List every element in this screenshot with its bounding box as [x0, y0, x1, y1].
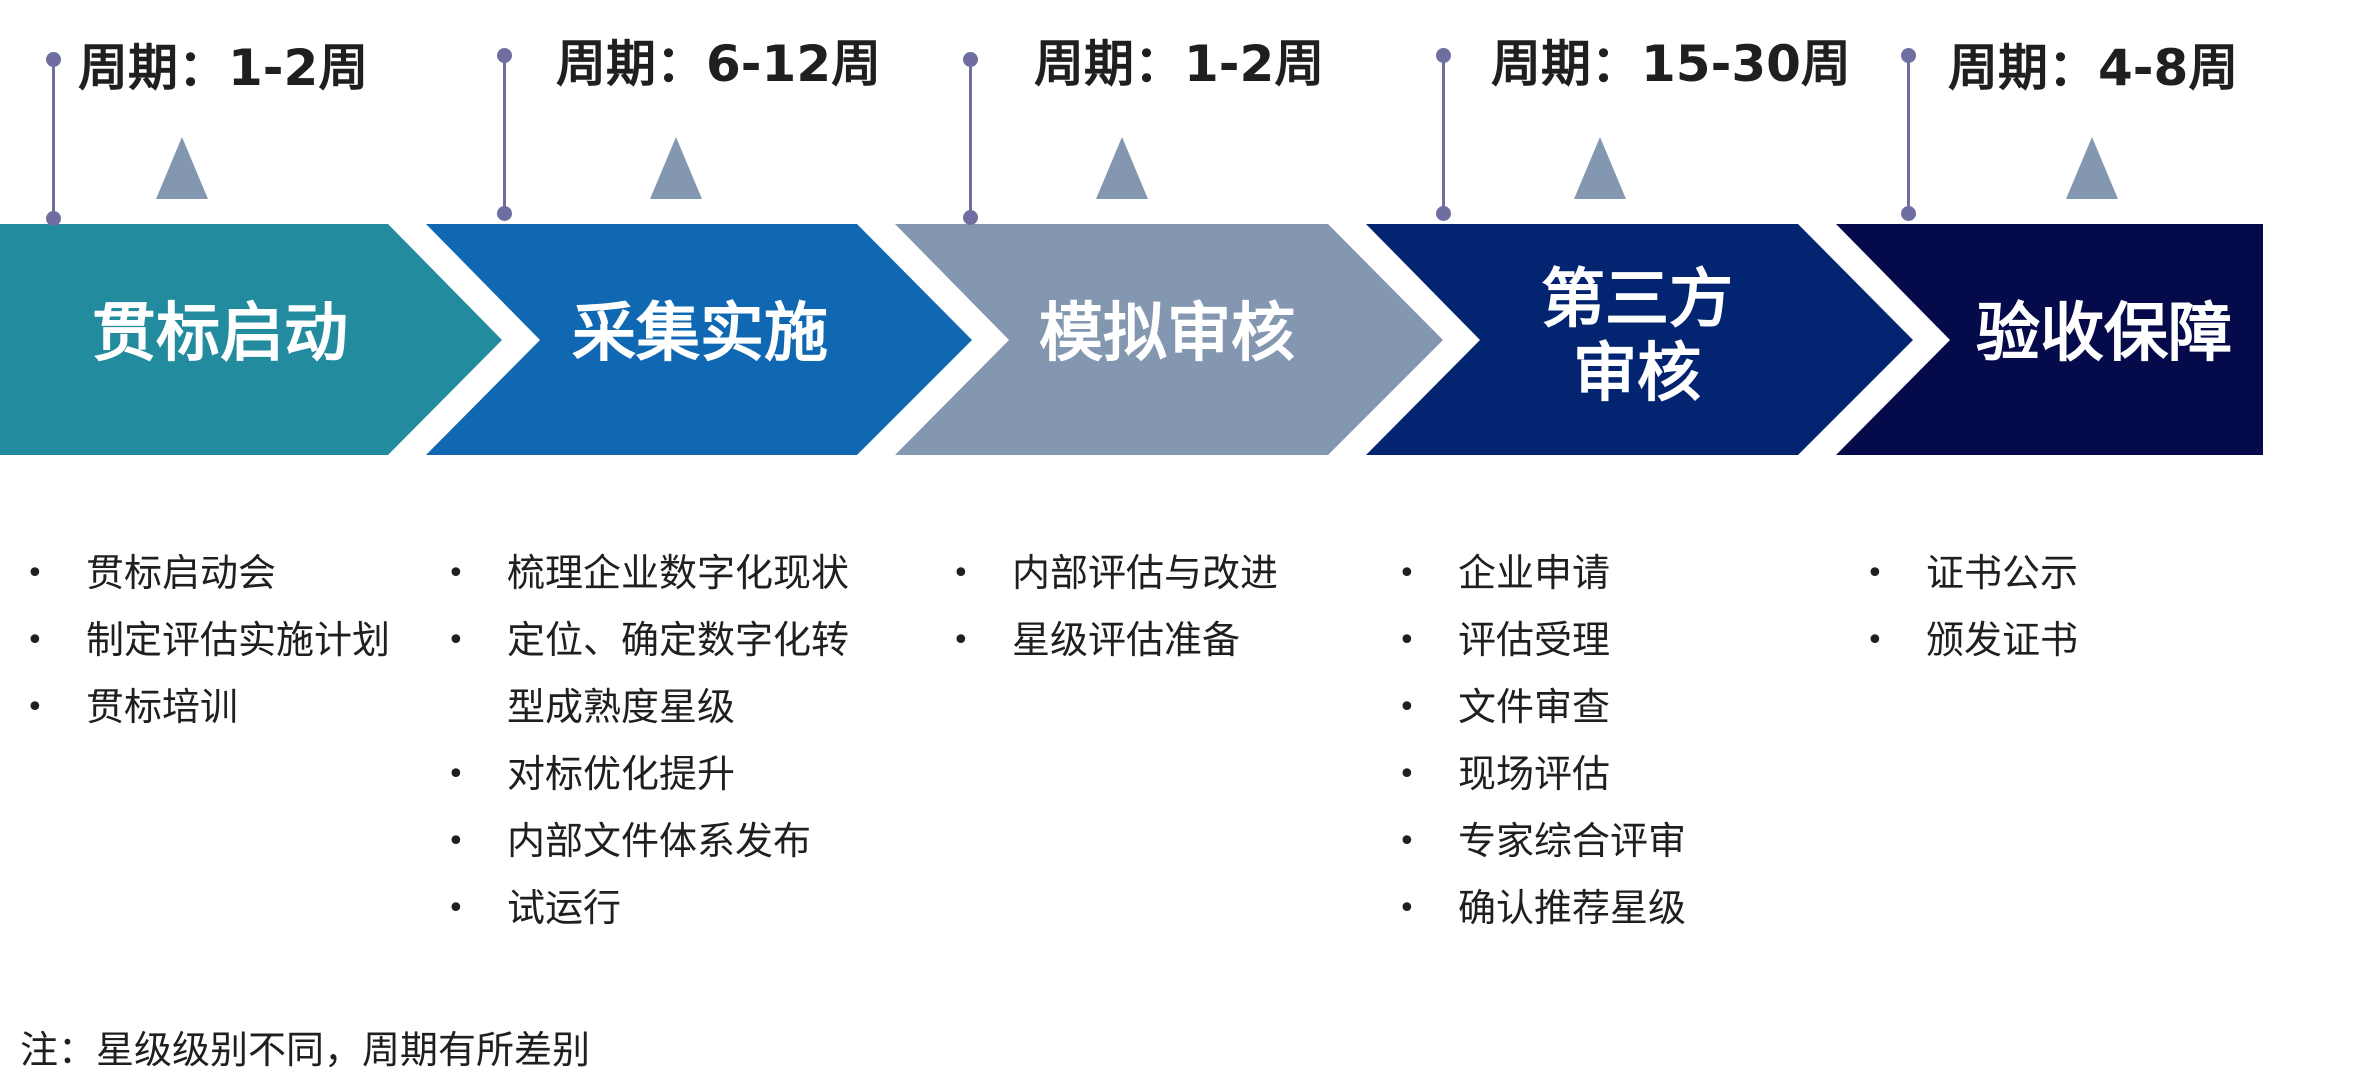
footnote: 注：星级级别不同，周期有所差别 — [20, 1028, 591, 1072]
up-triangle-icon — [156, 137, 208, 199]
stage-title-2: 采集实施 — [540, 297, 860, 371]
stage-title-line: 第三方 — [1541, 263, 1733, 337]
up-triangle-icon — [650, 137, 702, 199]
pin-dot-top-3 — [963, 52, 978, 67]
pin-dot-bottom-1 — [46, 211, 61, 226]
pin-dot-bottom-4 — [1436, 206, 1451, 221]
pin-line-5 — [1907, 55, 1910, 215]
period-label-2: 周期：6-12周 — [556, 35, 882, 93]
task-list-stage-1: 贯标启动会 制定评估实施计划 贯标培训 — [26, 540, 390, 741]
chevron-stage-2 — [426, 224, 972, 455]
task-list-stage-3: 内部评估与改进 星级评估准备 — [952, 540, 1278, 674]
pin-dot-top-4 — [1436, 48, 1451, 63]
stage-title-5: 验收保障 — [1944, 297, 2264, 371]
list-item: 确认推荐星级 — [1398, 875, 1686, 942]
list-item: 贯标培训 — [26, 674, 390, 741]
period-label-4: 周期：15-30周 — [1491, 35, 1851, 93]
stage-title-line: 采集实施 — [572, 297, 828, 371]
list-item: 对标优化提升 — [447, 741, 849, 808]
pin-line-4 — [1442, 55, 1445, 215]
pin-dot-top-2 — [497, 48, 512, 63]
stage-title-1: 贯标启动 — [60, 297, 380, 371]
stage-title-line: 审核 — [1573, 337, 1701, 411]
list-item: 星级评估准备 — [952, 607, 1278, 674]
task-list-stage-4: 企业申请 评估受理 文件审查 现场评估 专家综合评审 确认推荐星级 — [1398, 540, 1686, 942]
up-triangle-icon — [1574, 137, 1626, 199]
stage-title-line: 模拟审核 — [1039, 297, 1295, 371]
list-item: 颁发证书 — [1866, 607, 2078, 674]
pin-line-1 — [52, 58, 55, 218]
task-list-stage-5: 证书公示 颁发证书 — [1866, 540, 2078, 674]
task-list-stage-2: 梳理企业数字化现状 定位、确定数字化转 型成熟度星级 对标优化提升 内部文件体系… — [447, 540, 849, 942]
list-item: 企业申请 — [1398, 540, 1686, 607]
up-triangle-icon — [1096, 137, 1148, 199]
stage-title-3: 模拟审核 — [1007, 297, 1327, 371]
pin-line-2 — [503, 55, 506, 215]
list-item: 现场评估 — [1398, 741, 1686, 808]
pin-line-3 — [969, 59, 972, 219]
stage-title-4: 第三方 审核 — [1477, 263, 1797, 411]
pin-dot-top-1 — [46, 52, 61, 67]
pin-dot-bottom-3 — [963, 210, 978, 225]
list-item: 贯标启动会 — [26, 540, 390, 607]
list-item: 证书公示 — [1866, 540, 2078, 607]
list-item: 文件审查 — [1398, 674, 1686, 741]
list-item: 内部评估与改进 — [952, 540, 1278, 607]
period-label-5: 周期：4-8周 — [1948, 39, 2239, 97]
list-item: 梳理企业数字化现状 — [447, 540, 849, 607]
period-label-3: 周期：1-2周 — [1034, 35, 1325, 93]
chevron-stage-5 — [1836, 224, 2263, 455]
list-item: 内部文件体系发布 — [447, 808, 849, 875]
list-item: 制定评估实施计划 — [26, 607, 390, 674]
list-item-continuation: 型成熟度星级 — [507, 685, 736, 729]
pin-dot-bottom-5 — [1901, 206, 1916, 221]
list-item: 定位、确定数字化转 — [447, 607, 849, 674]
stage-title-line: 贯标启动 — [92, 297, 348, 371]
stage-title-line: 验收保障 — [1976, 297, 2232, 371]
chevron-stage-3 — [895, 224, 1443, 455]
chevron-stage-4 — [1366, 224, 1913, 455]
list-item: 试运行 — [447, 875, 849, 942]
list-item: 评估受理 — [1398, 607, 1686, 674]
list-item: 专家综合评审 — [1398, 808, 1686, 875]
up-triangle-icon — [2066, 137, 2118, 199]
pin-dot-bottom-2 — [497, 206, 512, 221]
pin-dot-top-5 — [1901, 48, 1916, 63]
period-label-1: 周期：1-2周 — [78, 39, 369, 97]
chevron-stage-1 — [0, 224, 502, 455]
